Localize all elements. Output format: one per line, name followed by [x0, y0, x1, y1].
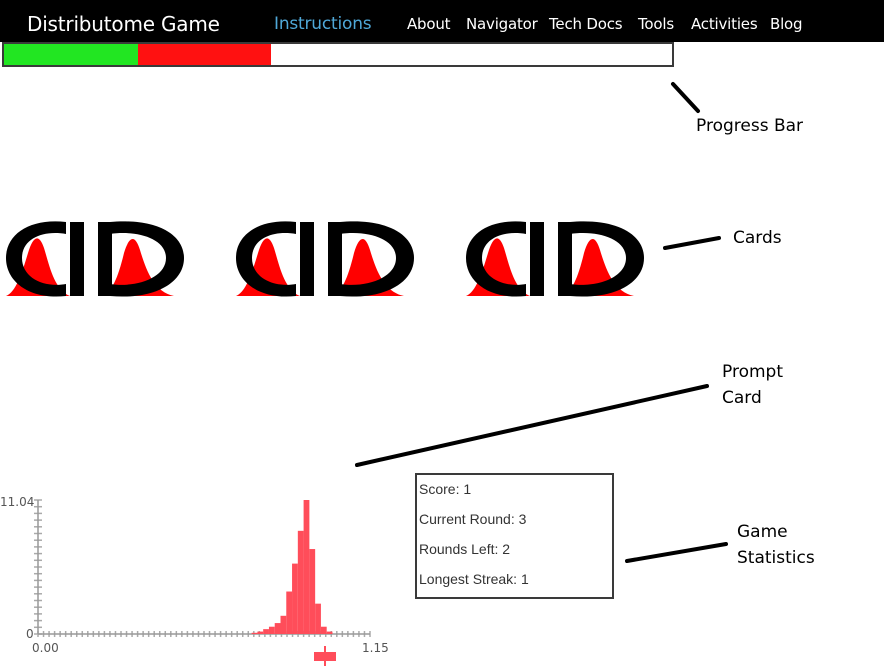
histogram-bar: [303, 500, 310, 634]
histogram-bar: [309, 549, 316, 634]
prompt-card-pointer: [355, 384, 709, 467]
annotation-game-statistics-2: Statistics: [737, 548, 815, 568]
nav-blog[interactable]: Blog: [770, 15, 803, 33]
histogram-bar: [274, 623, 281, 634]
histogram-bar: [297, 530, 304, 634]
annotation-prompt-card-1: Prompt: [722, 362, 783, 382]
progress-bar-pointer: [671, 82, 700, 113]
annotation-cards: Cards: [733, 228, 782, 248]
distributome-logo-icon: [466, 221, 644, 297]
nav-navigator[interactable]: Navigator: [466, 15, 538, 33]
nav-activities[interactable]: Activities: [691, 15, 758, 33]
histogram-bar: [280, 615, 287, 634]
annotation-prompt-card-2: Card: [722, 388, 762, 408]
stat-longest-streak: Longest Streak: 1: [419, 571, 529, 587]
prompt-card-histogram[interactable]: 11.04 0 0.00 1.15: [0, 470, 400, 671]
nav-tech-docs[interactable]: Tech Docs: [549, 15, 623, 33]
histogram-bar: [268, 626, 275, 634]
nav-instructions[interactable]: Instructions: [274, 14, 372, 34]
cards-pointer: [663, 236, 721, 250]
top-navbar: Distributome Game Instructions About Nav…: [0, 0, 884, 42]
histogram-bar: [315, 603, 321, 634]
game-statistics-panel: Score: 1 Current Round: 3 Rounds Left: 2…: [415, 473, 614, 599]
game-statistics-pointer: [625, 542, 728, 563]
annotation-progress-bar: Progress Bar: [696, 116, 804, 136]
x-min-label: 0.00: [32, 641, 59, 655]
nav-about[interactable]: About: [407, 15, 451, 33]
histogram-bars: [251, 500, 333, 634]
x-max-label: 1.15: [362, 641, 389, 655]
annotation-game-statistics-1: Game: [737, 522, 788, 542]
histogram-bar: [251, 632, 258, 634]
histogram-bar: [326, 631, 333, 634]
histogram-bar: [257, 631, 264, 634]
stat-rounds-left: Rounds Left: 2: [419, 541, 511, 557]
distributome-logo-icon: [6, 221, 184, 297]
y-zero-label: 0: [26, 627, 34, 641]
card-1[interactable]: [6, 218, 186, 300]
nav-tools[interactable]: Tools: [638, 15, 674, 33]
histogram-bar: [292, 563, 298, 634]
progress-correct-segment: [4, 44, 138, 65]
brand-title[interactable]: Distributome Game: [27, 12, 220, 36]
card-2[interactable]: [236, 218, 416, 300]
stat-score: Score: 1: [419, 481, 472, 497]
progress-bar: [2, 42, 674, 67]
card-3[interactable]: [466, 218, 646, 300]
distributome-logo-icon: [236, 221, 414, 297]
histogram-bar: [320, 626, 327, 634]
progress-wrong-segment: [137, 44, 272, 65]
y-max-label: 11.04: [0, 495, 34, 509]
histogram-bar: [263, 629, 269, 634]
stat-current-round: Current Round: 3: [419, 511, 527, 527]
histogram-bar: [286, 591, 293, 634]
